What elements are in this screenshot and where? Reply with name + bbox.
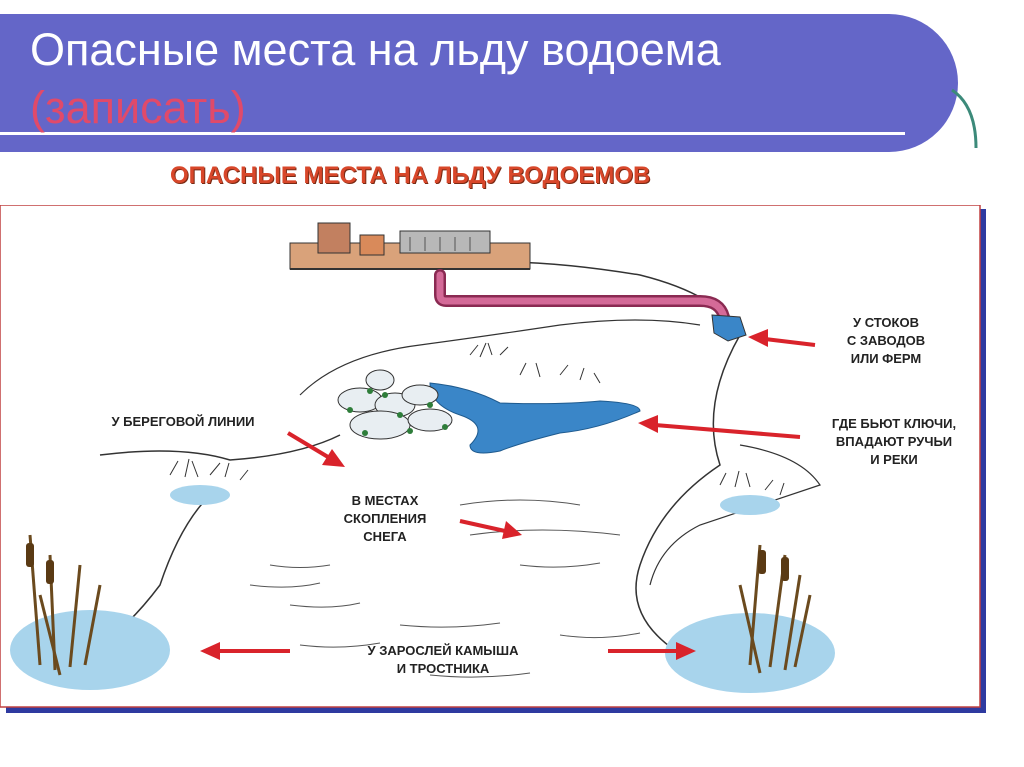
label-reeds-line1: У ЗАРОСЛЕЙ КАМЫША: [367, 643, 519, 658]
label-shore: У БЕРЕГОВОЙ ЛИНИИ: [88, 413, 278, 431]
label-drains-line2: С ЗАВОДОВ: [846, 333, 926, 348]
header-accent-curve: [951, 88, 978, 149]
label-springs: ГДЕ БЬЮТ КЛЮЧИ, ВПАДАЮТ РУЧЬИ И РЕКИ: [806, 415, 982, 469]
diagram-title: ОПАСНЫЕ МЕСТА НА ЛЬДУ ВОДОЕМОВ: [170, 162, 651, 189]
label-reeds: У ЗАРОСЛЕЙ КАМЫША И ТРОСТНИКА: [338, 642, 548, 678]
label-reeds-line2: И ТРОСТНИКА: [396, 661, 490, 676]
label-snow-line1: В МЕСТАХ: [351, 493, 419, 508]
diagram-illustration: [0, 205, 986, 713]
label-drains: У СТОКОВ С ЗАВОДОВ ИЛИ ФЕРМ: [826, 314, 946, 368]
slide-title: Опасные места на льду водоема: [30, 24, 721, 75]
slide-subtitle: (записать): [30, 82, 246, 133]
label-drains-line3: ИЛИ ФЕРМ: [850, 351, 922, 366]
label-snow: В МЕСТАХ СКОПЛЕНИЯ СНЕГА: [330, 492, 440, 546]
label-shore-line1: У БЕРЕГОВОЙ ЛИНИИ: [111, 414, 255, 429]
label-drains-line1: У СТОКОВ: [853, 315, 919, 330]
label-springs-line2: ВПАДАЮТ РУЧЬИ: [835, 434, 953, 449]
label-snow-line3: СНЕГА: [363, 529, 407, 544]
label-springs-line3: И РЕКИ: [870, 452, 918, 467]
label-springs-line1: ГДЕ БЬЮТ КЛЮЧИ,: [831, 416, 957, 431]
header-underline: [0, 132, 905, 135]
label-snow-line2: СКОПЛЕНИЯ: [343, 511, 427, 526]
header-banner: [0, 14, 958, 152]
